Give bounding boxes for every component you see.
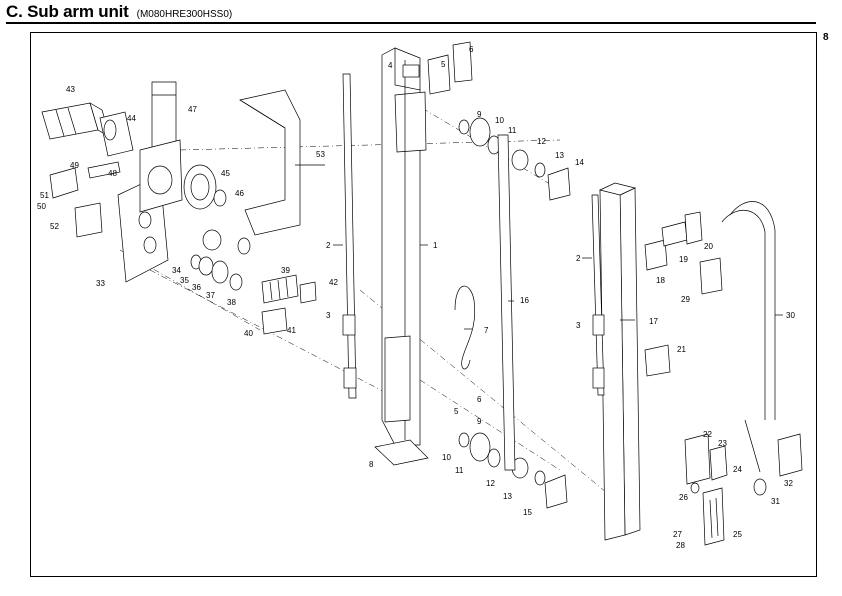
callout-13-bottom: 13 xyxy=(503,492,512,501)
cable-chain-30 xyxy=(721,201,776,473)
header-rule xyxy=(6,22,816,24)
callout-17: 17 xyxy=(649,317,658,326)
vertical-belt-16 xyxy=(497,134,516,471)
callout-50: 50 xyxy=(37,202,46,211)
bracket-47 xyxy=(151,81,177,151)
callout-47: 47 xyxy=(188,105,197,114)
callout-24: 24 xyxy=(733,465,742,474)
callout-2-left: 2 xyxy=(326,241,331,250)
timing-belt-7 xyxy=(454,285,476,370)
callout-7: 7 xyxy=(484,326,489,335)
callout-32: 32 xyxy=(784,479,793,488)
callout-5-top: 5 xyxy=(441,60,446,69)
top-brackets xyxy=(402,41,473,95)
callout-9-bottom: 9 xyxy=(477,417,482,426)
callout-26: 26 xyxy=(679,493,688,502)
callout-45: 45 xyxy=(221,169,230,178)
callout-28: 28 xyxy=(676,541,685,550)
callout-51: 51 xyxy=(40,191,49,200)
callout-15: 15 xyxy=(523,508,532,517)
base-housing-33 xyxy=(117,139,183,283)
callout-10-bottom: 10 xyxy=(442,453,451,462)
callout-2-right: 2 xyxy=(576,254,581,263)
callout-12-top: 12 xyxy=(537,137,546,146)
linear-rail-2-left xyxy=(342,73,357,399)
callout-11-bottom: 11 xyxy=(455,466,464,475)
callout-labels: 1 2 2 3 3 4 5 5 6 6 7 8 9 9 10 10 11 11 … xyxy=(37,45,795,550)
cover-53 xyxy=(239,89,301,236)
right-brackets xyxy=(644,211,723,377)
callout-41: 41 xyxy=(287,326,296,335)
callout-6-bottom: 6 xyxy=(477,395,482,404)
callout-34: 34 xyxy=(172,266,181,275)
model-code: (M080HRE300HSS0) xyxy=(136,9,233,20)
callout-10-top: 10 xyxy=(495,116,504,125)
callout-42: 42 xyxy=(329,278,338,287)
callout-4: 4 xyxy=(388,61,393,70)
callout-14: 14 xyxy=(575,158,584,167)
bearing-stack xyxy=(190,229,317,335)
callout-39: 39 xyxy=(281,266,290,275)
column-17 xyxy=(598,182,641,541)
callout-25: 25 xyxy=(733,530,742,539)
callout-11-top: 11 xyxy=(508,126,517,135)
callout-30: 30 xyxy=(786,311,795,320)
callout-48: 48 xyxy=(108,169,117,178)
callout-44: 44 xyxy=(127,114,136,123)
callout-23: 23 xyxy=(718,439,727,448)
callout-27: 27 xyxy=(673,530,682,539)
callout-53: 53 xyxy=(316,150,325,159)
callout-33: 33 xyxy=(96,279,105,288)
callout-21: 21 xyxy=(677,345,686,354)
callout-8: 8 xyxy=(369,460,374,469)
callout-18: 18 xyxy=(656,276,665,285)
callout-31: 31 xyxy=(771,497,780,506)
motor-assembly xyxy=(41,102,134,157)
callout-38: 38 xyxy=(227,298,236,307)
callout-13-top: 13 xyxy=(555,151,564,160)
drawing-frame xyxy=(30,32,817,577)
callout-3-left: 3 xyxy=(326,311,331,320)
callout-46: 46 xyxy=(235,189,244,198)
callout-9-top: 9 xyxy=(477,110,482,119)
main-column-1 xyxy=(381,47,427,446)
callout-49: 49 xyxy=(70,161,79,170)
callout-43: 43 xyxy=(66,85,75,94)
callout-37: 37 xyxy=(206,291,215,300)
callout-5-bottom: 5 xyxy=(454,407,459,416)
idler-lower xyxy=(458,432,568,509)
pulley-45 xyxy=(183,164,227,210)
leader-lines xyxy=(295,164,783,330)
linear-rail-2-right xyxy=(591,194,605,396)
callout-52: 52 xyxy=(50,222,59,231)
callout-29: 29 xyxy=(681,295,690,304)
small-parts-left xyxy=(49,161,121,238)
page-number: 8 xyxy=(823,32,829,43)
callout-36: 36 xyxy=(192,283,201,292)
callout-6-top: 6 xyxy=(469,45,474,54)
idler-upper xyxy=(458,117,571,201)
page-header: C. Sub arm unit (M080HRE300HSS0) xyxy=(6,2,232,22)
callout-16: 16 xyxy=(520,296,529,305)
callout-40: 40 xyxy=(244,329,253,338)
base-plate-8 xyxy=(374,439,429,466)
callout-19: 19 xyxy=(679,255,688,264)
callout-22: 22 xyxy=(703,430,712,439)
callout-35: 35 xyxy=(180,276,189,285)
callout-12-bottom: 12 xyxy=(486,479,495,488)
callout-1: 1 xyxy=(433,241,438,250)
lower-right-parts xyxy=(684,433,728,546)
chain-bracket xyxy=(753,433,803,496)
page-title: C. Sub arm unit xyxy=(6,2,129,21)
callout-20: 20 xyxy=(704,242,713,251)
callout-3-right: 3 xyxy=(576,321,581,330)
